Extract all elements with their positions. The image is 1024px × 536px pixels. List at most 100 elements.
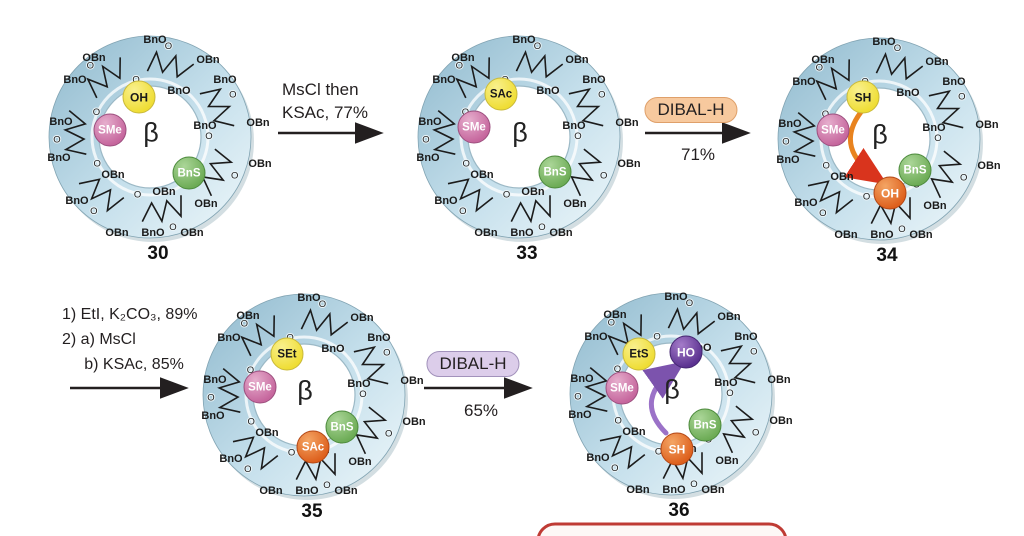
substituent-label: OBn <box>236 310 260 322</box>
svg-text:O: O <box>816 63 823 74</box>
substituent-label: BnO <box>510 227 534 239</box>
svg-text:O: O <box>229 90 236 101</box>
glucose-units-art: OOOOOOOOOOOOOO <box>206 298 393 492</box>
svg-text:O: O <box>912 87 919 98</box>
substituent-label: OBn <box>603 309 627 321</box>
svg-text:O: O <box>288 448 295 459</box>
substituent-label: BnO <box>870 229 894 241</box>
substituent-label: BnO <box>416 152 440 164</box>
functional-group-badge-bns: BnS <box>688 408 722 442</box>
svg-text:O: O <box>574 391 581 402</box>
cd-structure-33: OOOOOOOOOOOOOOBnOOBnOBnBnOBnOBnOOBnBnOOB… <box>379 7 659 267</box>
substituent-label: OBn <box>451 52 475 64</box>
reagent-text-3: 1) EtI, K₂CO₃, 89% 2) a) MsCl b) KSAc, 8… <box>62 306 198 373</box>
svg-text:O: O <box>94 158 101 169</box>
highlight-box <box>537 522 787 536</box>
svg-text:O: O <box>463 158 470 169</box>
substituent-label: OBn <box>402 416 426 428</box>
yield-label: 65% <box>463 401 499 420</box>
reagent-pill-dibal-h: DIBAL-H <box>426 351 520 377</box>
reagent-text-1: MsCl then KSAc, 77% <box>282 80 368 122</box>
svg-text:O: O <box>686 298 693 309</box>
substituent-label: BnO <box>896 87 920 99</box>
substituent-label: OBn <box>565 54 589 66</box>
substituent-label: OBn <box>830 171 854 183</box>
substituent-label: OBn <box>152 186 176 198</box>
functional-group-badge-bns: BnS <box>898 153 932 187</box>
substituent-label: BnO <box>141 227 165 239</box>
svg-text:O: O <box>782 136 789 147</box>
svg-text:O: O <box>690 479 697 490</box>
substituent-label: BnO <box>321 343 345 355</box>
substituent-label: BnO <box>512 34 536 46</box>
svg-text:O: O <box>422 134 429 145</box>
intramolecular-transfer-arrow <box>642 361 686 436</box>
substituent-label: OBn <box>82 52 106 64</box>
substituent-label: OBn <box>925 56 949 68</box>
substituent-label: OBn <box>549 227 573 239</box>
svg-text:O: O <box>385 428 392 439</box>
svg-text:O: O <box>456 61 463 72</box>
substituent-label: OBn <box>811 54 835 66</box>
svg-text:O: O <box>655 447 662 458</box>
cyclodextrin-ring: OOOOOOOOOOOOOO <box>48 35 254 242</box>
svg-text:O: O <box>823 160 830 171</box>
substituent-label: OBn <box>521 186 545 198</box>
svg-text:O: O <box>319 299 326 310</box>
substituent-label: OBn <box>622 426 646 438</box>
svg-text:O: O <box>750 347 757 358</box>
substituent-label: BnO <box>219 453 243 465</box>
svg-text:O: O <box>337 343 344 354</box>
functional-group-badge-sme: SMe <box>605 371 639 405</box>
substituent-label: BnO <box>65 195 89 207</box>
cd-structure-30: OOOOOOOOOOOOOOBnOOBnOBnBnOBnOBnOOBnBnOOB… <box>10 7 290 267</box>
svg-text:O: O <box>323 480 330 491</box>
substituent-label: OBn <box>923 200 947 212</box>
svg-text:O: O <box>93 107 100 118</box>
substituent-label: BnO <box>49 116 73 128</box>
svg-text:O: O <box>704 342 711 353</box>
substituent-label: BnO <box>297 292 321 304</box>
svg-text:O: O <box>611 463 618 474</box>
substituent-label: BnO <box>778 118 802 130</box>
substituent-label: BnO <box>203 374 227 386</box>
cd-structure-34: OOOOOOOOOOOOOOBnOOBnOBnBnOBnOBnOOBnBnOOB… <box>739 9 1019 269</box>
compound-number: 35 <box>301 501 323 522</box>
svg-text:O: O <box>615 415 622 426</box>
substituent-label: OBn <box>348 456 372 468</box>
functional-group-badge-sh: SH <box>660 432 694 466</box>
svg-text:O: O <box>241 319 248 330</box>
svg-text:O: O <box>383 348 390 359</box>
substituent-label: BnO <box>734 331 758 343</box>
svg-text:O: O <box>169 222 176 233</box>
functional-group-badge-oh: OH <box>873 176 907 210</box>
svg-text:O: O <box>898 224 905 235</box>
substituent-label: BnO <box>794 197 818 209</box>
substituent-label: BnO <box>213 74 237 86</box>
substituent-label: BnO <box>295 485 319 497</box>
glucose-units-art: OOOOOOOOOOOOOO <box>573 297 760 491</box>
substituent-label: BnO <box>584 331 608 343</box>
functional-group-badge-sh: SH <box>846 80 880 114</box>
substituent-label: OBn <box>977 160 1001 172</box>
substituent-label: BnO <box>63 74 87 86</box>
svg-text:O: O <box>134 190 141 201</box>
compound-number: 30 <box>147 243 169 264</box>
substituent-label: BnO <box>570 373 594 385</box>
functional-group-badge-bns: BnS <box>172 156 206 190</box>
substituent-label: BnO <box>434 195 458 207</box>
substituent-label: BnO <box>776 154 800 166</box>
substituent-label: BnO <box>942 76 966 88</box>
substituent-label: OBn <box>834 229 858 241</box>
substituent-label: OBn <box>975 119 999 131</box>
beta-symbol: β <box>143 117 159 148</box>
substituent-label: BnO <box>662 484 686 496</box>
substituent-label: BnO <box>193 120 217 132</box>
substituent-label: BnO <box>143 34 167 46</box>
substituent-label: BnO <box>872 36 896 48</box>
substituent-label: OBn <box>246 117 270 129</box>
svg-text:O: O <box>503 190 510 201</box>
functional-group-badge-sme: SMe <box>243 370 277 404</box>
substituent-label: OBn <box>101 169 125 181</box>
